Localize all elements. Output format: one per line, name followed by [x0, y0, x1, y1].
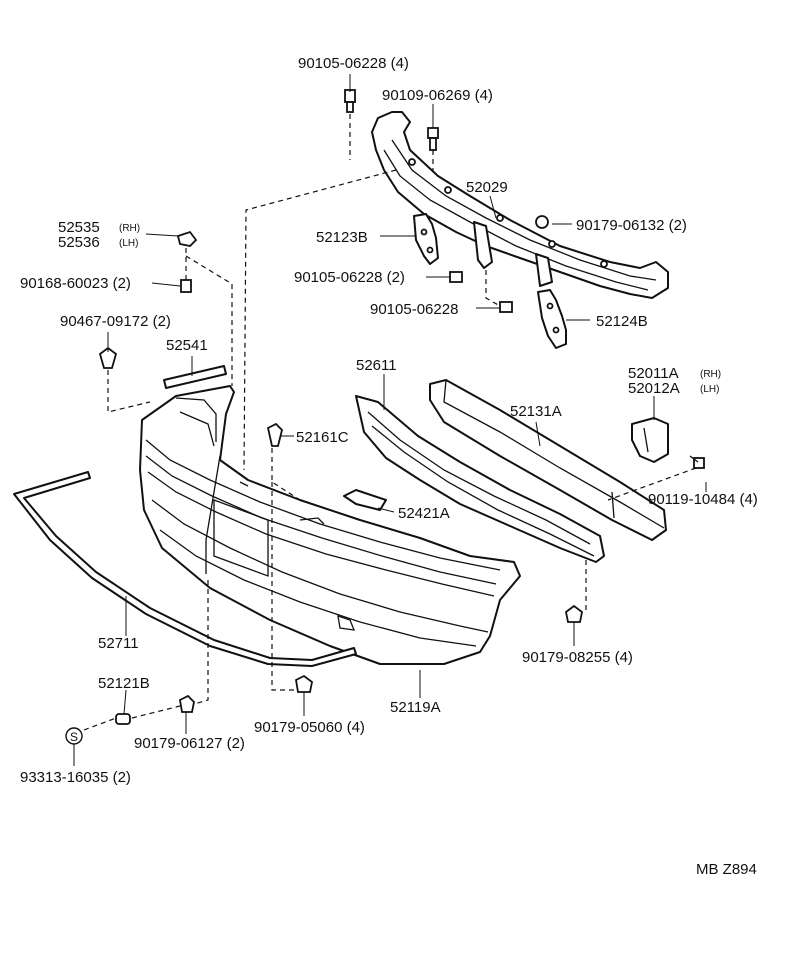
label-52421a: 52421A	[398, 505, 450, 522]
clip-90168-60023	[180, 279, 192, 293]
bumper-cover-52119a	[139, 385, 521, 665]
label-52121b: 52121B	[98, 675, 150, 692]
label-52536-side: (LH)	[119, 238, 138, 249]
label-52535-side: (RH)	[119, 223, 140, 234]
label-52711: 52711	[98, 635, 139, 652]
label-52011a: 52011A	[628, 365, 679, 382]
label-90179-08255: 90179-08255 (4)	[522, 649, 633, 666]
bracket-52123b	[413, 213, 439, 265]
reinforcement-52131a	[429, 379, 667, 541]
label-90105-06228-2: 90105-06228 (2)	[294, 269, 405, 286]
cap-52121b	[115, 713, 131, 725]
nut-90179-06127	[179, 694, 195, 713]
diagram-code: MB Z894	[696, 861, 757, 878]
label-52131a: 52131A	[510, 403, 562, 420]
retainer-52535-52536	[176, 230, 198, 247]
bolt-90119-10484	[689, 455, 705, 469]
label-52541: 52541	[166, 337, 208, 354]
label-90109-06269: 90109-06269 (4)	[382, 87, 493, 104]
nut-90179-05060	[295, 674, 313, 693]
label-90105-06228-top: 90105-06228 (4)	[298, 55, 409, 72]
bolt-90105-06228	[499, 301, 513, 313]
label-52536: 52536	[58, 234, 100, 251]
label-90179-06127: 90179-06127 (2)	[134, 735, 245, 752]
label-52119a: 52119A	[390, 699, 441, 716]
label-90105-06228: 90105-06228	[370, 301, 458, 318]
label-90467-09172: 90467-09172 (2)	[60, 313, 171, 330]
upper-support-52029	[371, 111, 669, 299]
clip-90467-09172	[98, 346, 118, 369]
label-52124b: 52124B	[596, 313, 648, 330]
plate-52421a	[343, 489, 387, 511]
nut-90179-06132	[535, 215, 549, 229]
molding-52711	[13, 471, 357, 667]
leader-lines	[73, 74, 707, 766]
bolt-90105-06228-top	[344, 89, 356, 113]
bolt-90105-06228-2	[449, 271, 463, 283]
label-52029: 52029	[466, 179, 508, 196]
label-52012a-side: (LH)	[700, 384, 719, 395]
label-90168-60023: 90168-60023 (2)	[20, 275, 131, 292]
label-52611: 52611	[356, 357, 397, 374]
label-90179-05060: 90179-05060 (4)	[254, 719, 365, 736]
label-52123b: 52123B	[316, 229, 368, 246]
label-93313-16035: 93313-16035 (2)	[20, 769, 131, 786]
label-52012a: 52012A	[628, 380, 680, 397]
absorber-52611	[355, 395, 605, 563]
bracket-52124b	[537, 289, 567, 349]
label-90119-10484: 90119-10484 (4)	[648, 491, 758, 508]
s-symbol-circle	[65, 727, 83, 745]
clip-52161c	[266, 422, 283, 447]
label-90179-06132: 90179-06132 (2)	[576, 217, 687, 234]
label-52535: 52535	[58, 219, 100, 236]
spacer-52541	[163, 365, 227, 389]
assembly-lines	[83, 114, 697, 731]
bolt-90109-06269	[427, 127, 439, 151]
s-symbol: S	[70, 730, 78, 744]
bracket-52011a-52012a	[631, 417, 669, 463]
label-52011a-side: (RH)	[700, 369, 721, 380]
label-52161c: 52161C	[296, 429, 349, 446]
nut-90179-08255	[565, 604, 583, 623]
